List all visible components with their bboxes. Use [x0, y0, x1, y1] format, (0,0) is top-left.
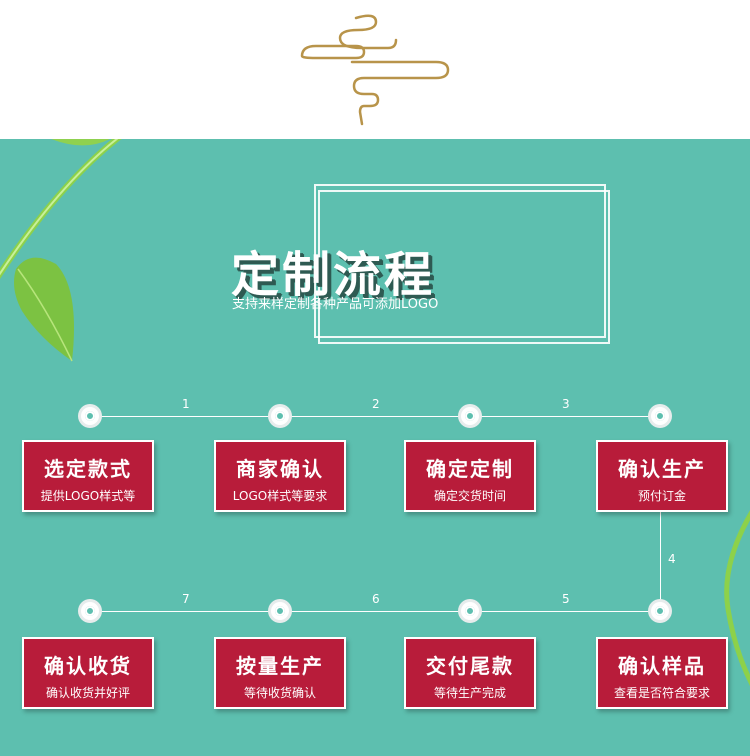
- leaf-vine-icon: [0, 139, 750, 687]
- step-card-pay-balance: 交付尾款 等待生产完成: [404, 637, 536, 709]
- step-card-select-style: 选定款式 提供LOGO样式等: [22, 440, 154, 512]
- connector-number: 3: [562, 397, 570, 411]
- connector-line-row1: [90, 416, 661, 417]
- top-banner: [0, 0, 750, 139]
- connector-line-row2: [90, 611, 661, 612]
- step-title: 按量生产: [236, 654, 324, 678]
- step-title: 确认收货: [44, 654, 132, 678]
- node-2: [271, 407, 289, 425]
- page-title: 定制流程: [231, 247, 436, 303]
- title-frame-inner: [318, 190, 610, 344]
- node-3: [461, 407, 479, 425]
- connector-number: 2: [372, 397, 380, 411]
- step-card-merchant-confirm: 商家确认 LOGO样式等要求: [214, 440, 346, 512]
- step-title: 确认样品: [618, 654, 706, 678]
- step-title: 确认生产: [618, 457, 706, 481]
- step-desc: 确认收货并好评: [45, 686, 130, 700]
- step-desc: 等待收货确认: [243, 686, 316, 700]
- step-card-mass-production: 按量生产 等待收货确认: [214, 637, 346, 709]
- step-card-confirm-receipt: 确认收货 确认收货并好评: [22, 637, 154, 709]
- step-desc: 查看是否符合要求: [613, 686, 710, 700]
- title-frame-outer: [314, 184, 606, 338]
- step-desc: LOGO样式等要求: [232, 489, 328, 503]
- connector-line-vertical: [660, 510, 661, 611]
- connector-number: 1: [182, 397, 190, 411]
- step-card-confirm-sample: 确认样品 查看是否符合要求: [596, 637, 728, 709]
- node-1: [81, 407, 99, 425]
- node-4: [651, 407, 669, 425]
- step-title: 选定款式: [44, 457, 132, 481]
- step-card-confirm-customization: 确定定制 确定交货时间: [404, 440, 536, 512]
- page-subtitle: 支持来样定制各种产品可添加LOGO: [232, 297, 439, 312]
- step-title: 商家确认: [236, 457, 324, 481]
- node-8: [81, 602, 99, 620]
- step-card-confirm-production: 确认生产 预付订金: [596, 440, 728, 512]
- step-title: 交付尾款: [426, 654, 514, 678]
- step-title: 确定定制: [426, 457, 514, 481]
- process-panel: 定制流程 支持来样定制各种产品可添加LOGO 1 2 3 4 5 6 7 选定款…: [0, 139, 750, 756]
- step-desc: 确定交货时间: [433, 489, 506, 503]
- step-desc: 等待生产完成: [433, 686, 506, 700]
- step-desc: 预付订金: [637, 489, 686, 503]
- node-5: [651, 602, 669, 620]
- step-desc: 提供LOGO样式等: [40, 489, 136, 503]
- connector-number: 7: [182, 592, 190, 606]
- cloud-ornament-icon: [300, 14, 450, 126]
- connector-number: 6: [372, 592, 380, 606]
- connector-number: 4: [668, 552, 676, 566]
- connector-number: 5: [562, 592, 570, 606]
- node-7: [271, 602, 289, 620]
- node-6: [461, 602, 479, 620]
